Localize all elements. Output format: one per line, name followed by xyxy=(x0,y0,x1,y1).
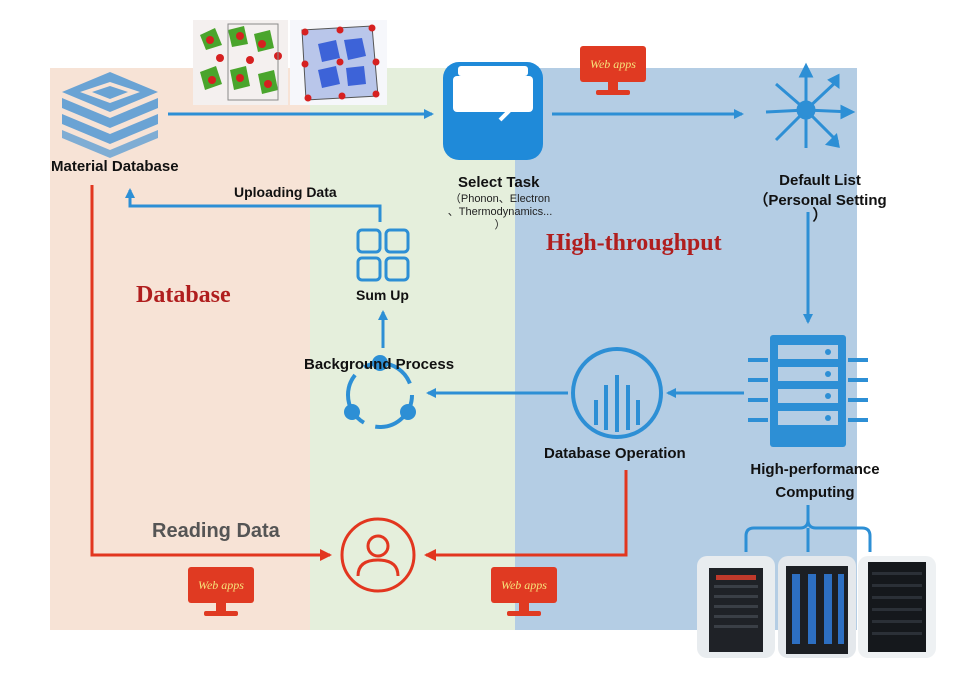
web-apps-monitor-icon: Web apps xyxy=(580,46,646,98)
web-apps-label: Web apps xyxy=(198,577,244,592)
database-operation-label: Database Operation xyxy=(544,445,686,462)
database-title: Database xyxy=(136,282,231,308)
material-database-label: Material Database xyxy=(51,158,179,175)
default-list-line: ） xyxy=(812,207,828,224)
default-list-label: Default List （Personal Setting ） xyxy=(745,172,895,224)
high-throughput-title: High-throughput xyxy=(546,230,722,256)
web-apps-label: Web apps xyxy=(590,56,636,71)
hpc-label: High-performance Computing xyxy=(733,458,897,504)
background-process-label: Background Process xyxy=(304,356,455,373)
process-zone xyxy=(310,68,520,630)
reading-data-label: Reading Data xyxy=(152,520,280,542)
arrow-reading-data xyxy=(90,185,332,561)
select-task-detail-line: 、Thermodynamics... xyxy=(447,206,553,218)
uploading-data-label: Uploading Data xyxy=(234,184,337,200)
pulse-circle-icon xyxy=(571,347,663,439)
select-task-detail-line: ） xyxy=(494,219,506,231)
web-apps-label: Web apps xyxy=(501,577,547,592)
crystal-structure-image xyxy=(290,20,387,105)
database-stack-icon xyxy=(62,72,158,158)
default-list-line: （Personal Setting xyxy=(753,192,887,209)
default-list-line: Default List xyxy=(779,172,861,189)
arrow-uploading-data xyxy=(125,188,382,222)
web-apps-monitor-icon: Web apps xyxy=(491,567,557,619)
sum-up-label: Sum Up xyxy=(356,287,409,303)
select-task-label: Select Task xyxy=(458,174,540,191)
supercomputer-photo xyxy=(778,556,856,658)
network-star-icon xyxy=(765,62,856,148)
arrow-dbop-to-user xyxy=(424,470,628,561)
select-task-detail: （Phonon、Electron 、Thermodynamics... ） xyxy=(430,193,570,232)
user-circle-icon xyxy=(340,517,416,593)
cycle-process-icon xyxy=(344,355,416,429)
select-task-detail-line: （Phonon、Electron xyxy=(449,193,551,205)
hpc-line: High-performance xyxy=(750,461,880,478)
server-rack-icon xyxy=(748,335,868,447)
hpc-bracket xyxy=(744,505,872,552)
clipboard-task-icon xyxy=(443,62,543,160)
hpc-line: Computing xyxy=(775,484,855,501)
supercomputer-photo xyxy=(697,556,775,658)
supercomputer-photo xyxy=(858,556,936,658)
crystal-structure-image xyxy=(193,20,288,105)
web-apps-monitor-icon: Web apps xyxy=(188,567,254,619)
grid-blocks-icon xyxy=(356,228,410,282)
